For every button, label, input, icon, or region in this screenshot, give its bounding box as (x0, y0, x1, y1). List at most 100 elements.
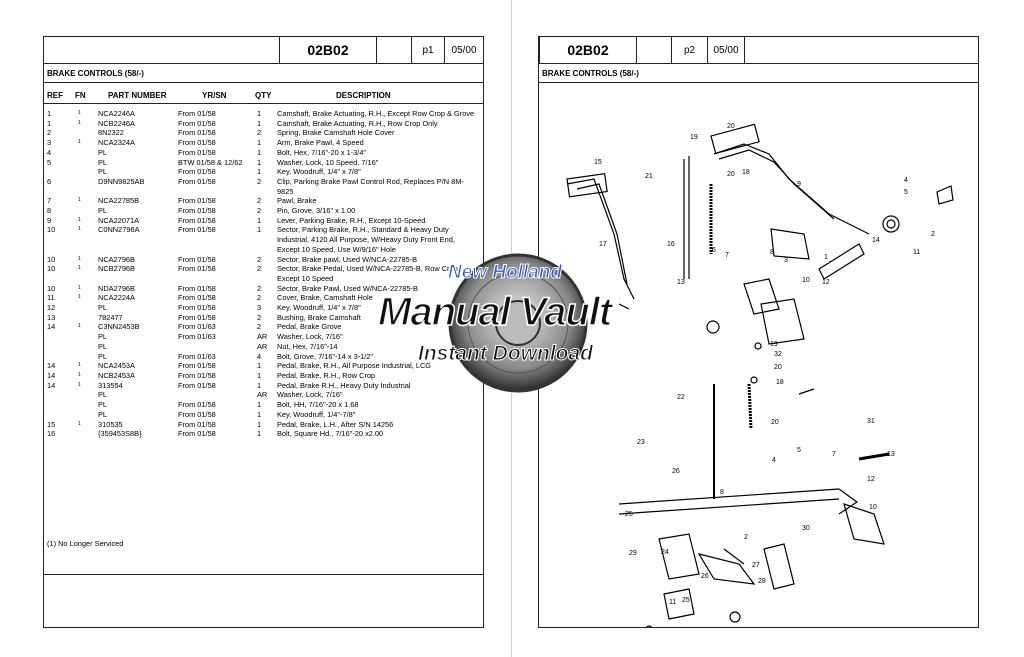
qty-cell: 1 (257, 157, 262, 167)
part-number-cell: 782477 (98, 312, 123, 322)
yr-sn-cell: From 01/58 (178, 138, 216, 148)
qty-cell: 1 (257, 400, 262, 410)
callout-label: 19 (770, 341, 778, 348)
qty-cell: 1 (257, 409, 262, 419)
callout-label: 4 (904, 177, 908, 184)
callout-label: 9 (797, 181, 801, 188)
qty-cell: 2 (257, 176, 262, 186)
description-cell: Washer, Lock, 7/16" (277, 332, 343, 342)
callout-label: 18 (742, 169, 750, 176)
description-cell: Spring, Brake Camshaft Hole Cover (277, 128, 395, 138)
part-number-cell: PL (98, 167, 108, 177)
callout-label: 4 (772, 457, 776, 464)
callout-label: 20 (771, 419, 779, 426)
fn-cell: 1 (78, 139, 81, 146)
qty-cell: 1 (257, 429, 262, 439)
header-blank-cell (637, 37, 672, 63)
page-number: p2 (672, 37, 708, 63)
ref-cell: 3 (47, 138, 52, 148)
part-number-cell: PL (98, 409, 108, 419)
qty-cell: 2 (257, 322, 262, 332)
callout-label: 2 (931, 231, 935, 238)
callout-label: 10 (802, 277, 810, 284)
description-cell: Nut, Hex, 7/16"-14 (277, 341, 338, 351)
part-number-cell: NCA2246A (98, 109, 135, 118)
description-cell: Sector, Parking Brake, R.H., Standard & … (277, 225, 455, 254)
part-number-cell: PL (98, 332, 108, 342)
qty-cell: 2 (257, 293, 262, 303)
part-number-cell: PL (98, 147, 108, 157)
col-fn: FN (75, 91, 86, 100)
page-code: 02B02 (280, 37, 377, 63)
yr-sn-cell: From 01/58 (178, 128, 216, 138)
col-yr-sn: YR/SN (202, 91, 227, 100)
qty-cell: 1 (257, 109, 262, 118)
yr-sn-cell: From 01/58 (178, 312, 216, 322)
description-cell: Key, Woodruff, 1/4" x 7/8" (277, 167, 361, 177)
page-date: 05/00 (708, 37, 745, 63)
part-number-cell: NCA2324A (98, 138, 135, 148)
callout-label: 8 (720, 489, 724, 496)
fn-cell: 1 (78, 362, 81, 369)
description-cell: Bolt, HH, 7/16"-20 x 1.68 (277, 400, 359, 410)
callout-label: 12 (822, 279, 830, 286)
column-headers: REF FN PART NUMBER YR/SN QTY DESCRIPTION (44, 87, 483, 104)
header-blank-cell (377, 37, 412, 63)
callout-label: 12 (867, 476, 875, 483)
fn-cell: 1 (78, 265, 81, 272)
callout-label: 1 (824, 254, 828, 261)
qty-cell: 1 (257, 361, 262, 371)
description-cell: Sector, Brake Pedal, Used W/NCA-22785-B,… (277, 264, 460, 283)
part-number-cell: PL (98, 303, 108, 313)
description-cell: Pedal, Brake, L.H., After S/N 14256 (277, 419, 394, 429)
fn-cell: 1 (78, 110, 81, 116)
fn-cell: 1 (78, 381, 81, 388)
page-header-box: 02B02 p2 05/00 (539, 37, 745, 63)
ref-cell: 14 (47, 322, 56, 332)
description-cell: Pedal, Brake R.H., Heavy Duty Industrial (277, 380, 411, 390)
description-cell: Bolt, Square Hd., 7/16"-20 x2.00 (277, 429, 384, 439)
yr-sn-cell: From 01/63 (178, 322, 216, 332)
part-number-cell: 8N2322 (98, 128, 124, 138)
ref-cell: 14 (47, 370, 56, 380)
ref-cell: 1 (47, 118, 52, 128)
ref-cell: 5 (47, 157, 52, 167)
description-cell: Cover, Brake, Camshaft Hole (277, 293, 373, 303)
yr-sn-cell: From 01/58 (178, 176, 216, 186)
callout-label: 8 (770, 249, 774, 256)
qty-cell: 2 (257, 254, 262, 264)
section-title: BRAKE CONTROLS (58/-) (44, 63, 483, 83)
fn-cell: 1 (78, 294, 81, 301)
callout-label: 20 (727, 123, 735, 130)
footnote: (1) No Longer Serviced (47, 539, 124, 548)
col-qty: QTY (255, 91, 272, 100)
yr-sn-cell: From 01/58 (178, 361, 216, 371)
callout-label: 25 (682, 597, 690, 604)
watermark-logo: New Holland Manual Vault Instant Downloa… (377, 218, 648, 418)
page-code: 02B02 (540, 37, 637, 63)
fn-cell: 1 (78, 420, 81, 427)
qty-cell: 1 (257, 370, 262, 380)
part-number-cell: NDA2796B (98, 283, 135, 293)
qty-cell: 1 (257, 419, 262, 429)
callout-label: 13 (677, 279, 685, 286)
callout-label: 23 (637, 439, 645, 446)
qty-cell: 3 (257, 303, 262, 313)
description-cell: Arm, Brake Pawl, 4 Speed (277, 138, 364, 148)
qty-cell: 4 (257, 351, 262, 361)
yr-sn-cell: From 01/63 (178, 351, 216, 361)
